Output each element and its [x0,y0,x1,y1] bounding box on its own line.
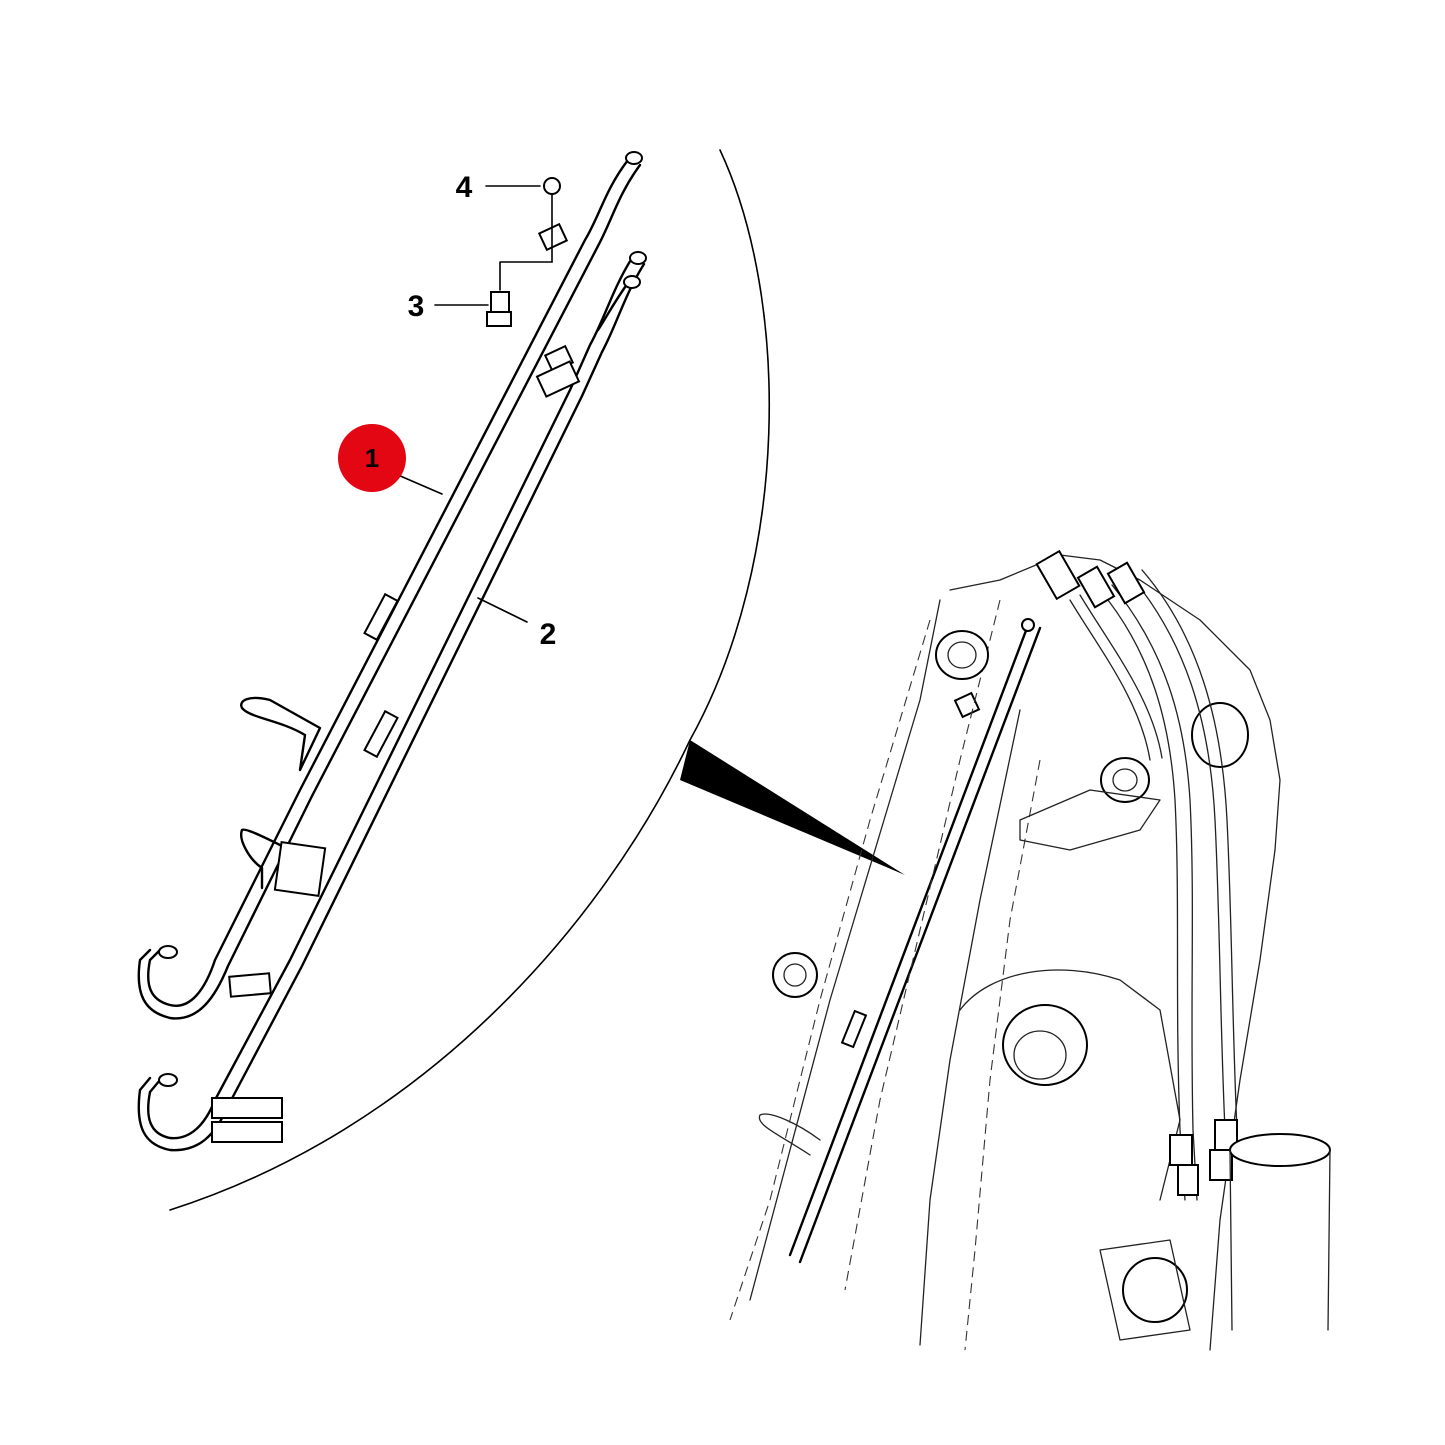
tube-assembly-detail [137,151,647,1152]
callout-1-badge [338,424,406,492]
callout-3-label: 3 [408,290,425,323]
loader-arm-illustration [729,549,1331,1351]
bolt-part [490,291,510,313]
callout-1-label: 1 [365,443,379,473]
callout-4-label: 4 [456,171,473,204]
bolt-head [486,311,512,327]
washer-part [543,177,561,195]
callout-2-leader [477,597,528,623]
callout-2-label: 2 [540,618,557,651]
detail-view-boundary [169,149,771,1211]
detail-pointer-wedge [680,740,905,875]
callout-3-leader [499,261,553,291]
callout-1-leader [397,474,443,495]
